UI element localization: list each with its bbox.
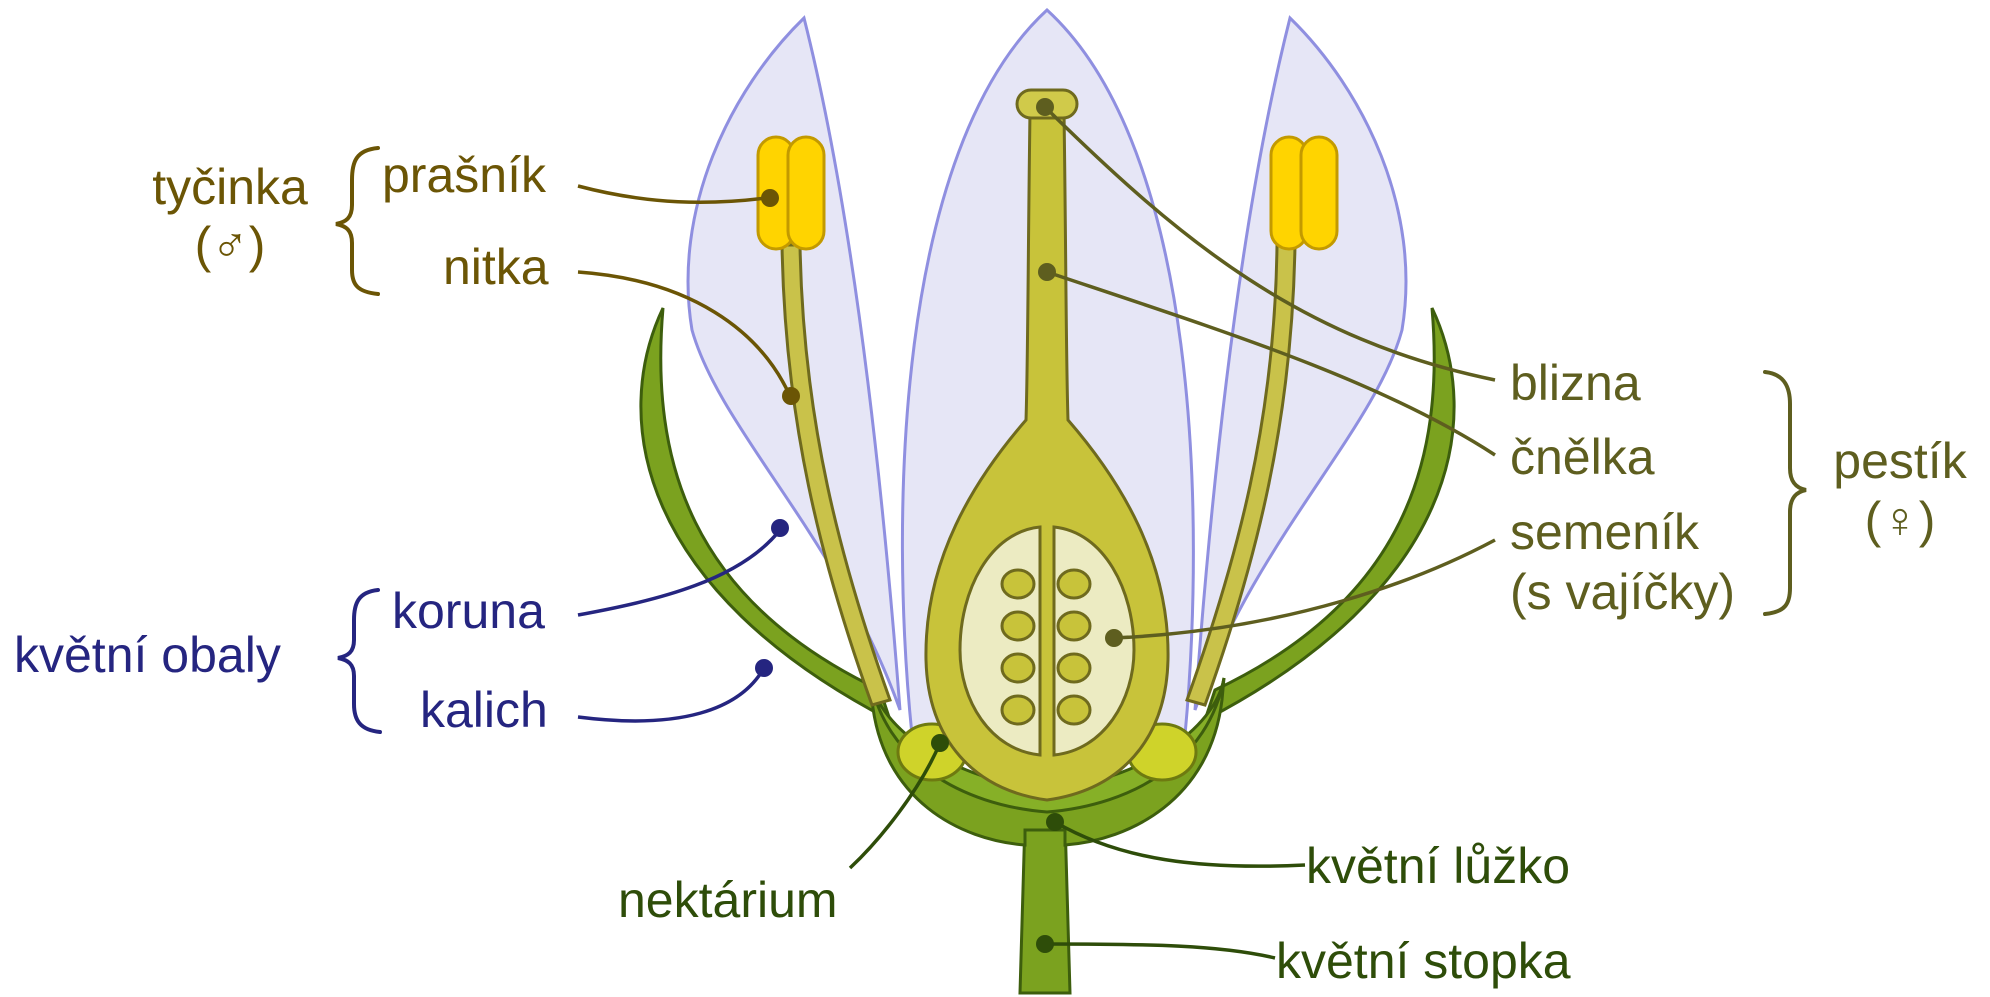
label-semenik-1: semeník [1510,504,1700,560]
label-kalich: kalich [420,682,548,738]
label-nektarium: nektárium [618,872,838,928]
dot-blizna [1036,98,1054,116]
label-pestik-symbol: (♀) [1865,492,1936,548]
leader-stopka [1045,944,1275,958]
dot-luzko [1046,813,1064,831]
leader-kalich [578,668,764,721]
dot-stopka [1036,935,1054,953]
brace-tycinka [336,148,378,294]
anther-right [1271,137,1337,249]
dot-nitka [782,387,800,405]
label-kvetni-obaly: květní obaly [14,627,281,683]
label-pestik: pestík [1833,433,1967,489]
label-tycinka-symbol: (♂) [195,217,266,273]
label-prasnik: prašník [382,147,547,203]
dot-nektarium [931,734,949,752]
dot-koruna [771,519,789,537]
label-nitka: nitka [443,239,549,295]
dot-cnelka [1038,263,1056,281]
brace-pestik [1765,372,1806,614]
label-koruna: koruna [392,583,545,639]
dot-prasnik [761,189,779,207]
label-kvetni-luzko: květní lůžko [1306,838,1570,894]
label-kvetni-stopka: květní stopka [1276,933,1571,989]
dot-semenik [1105,629,1123,647]
dot-kalich [755,659,773,677]
brace-kvetni-obaly [338,590,380,732]
label-cnelka: čnělka [1510,429,1655,485]
label-blizna: blizna [1510,355,1641,411]
label-semenik-2: (s vajíčky) [1510,564,1735,620]
flower-stem [1020,820,1070,993]
label-tycinka: tyčinka [152,159,308,215]
